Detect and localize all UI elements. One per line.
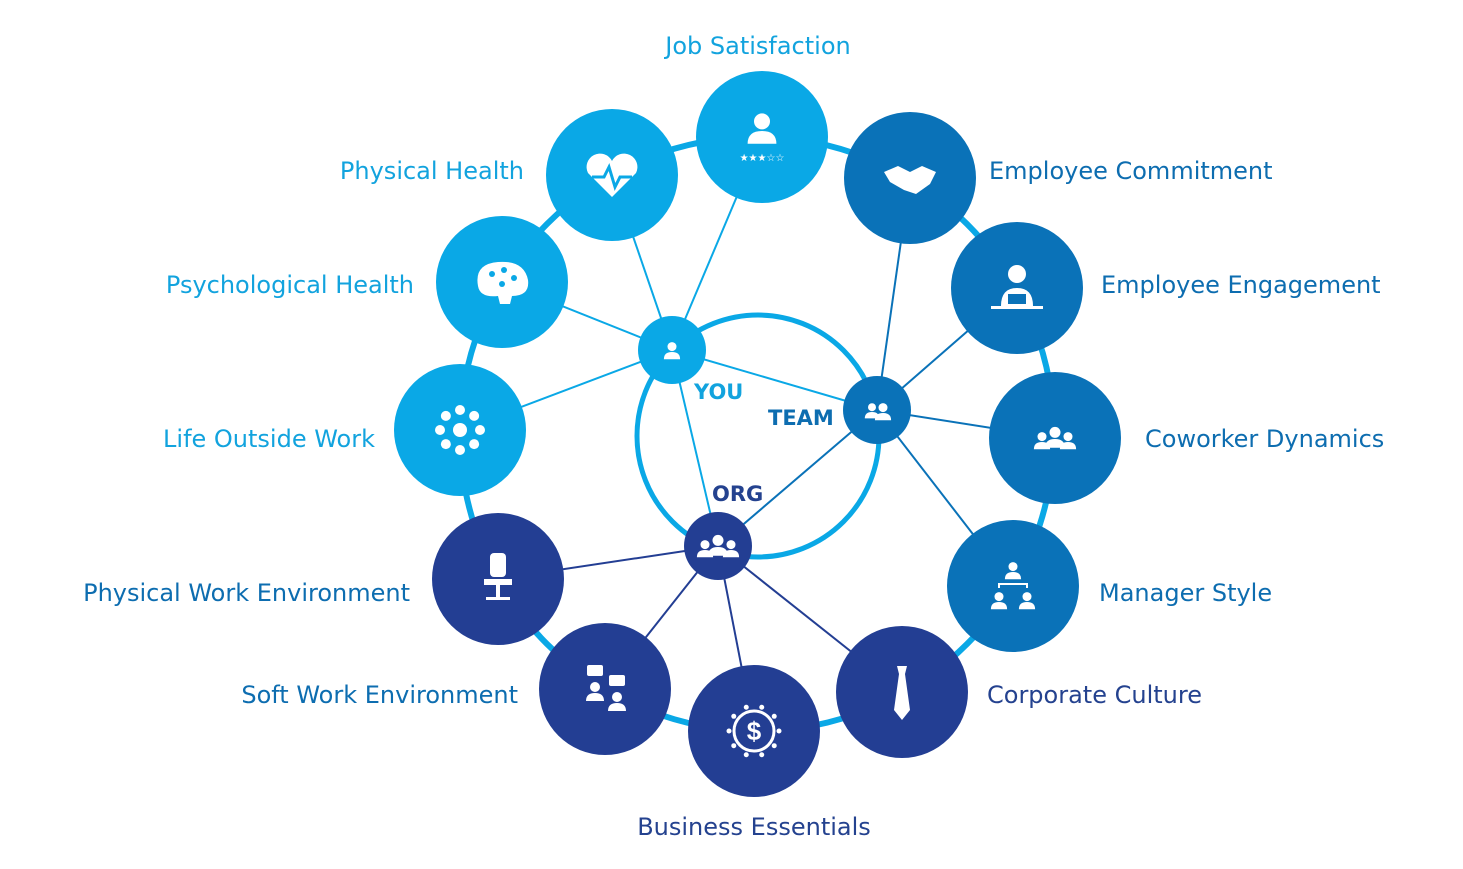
label-physical-health: Physical Health bbox=[340, 157, 524, 185]
org-label: ORG bbox=[712, 482, 763, 506]
brain-icon bbox=[477, 261, 529, 304]
node-circle bbox=[989, 372, 1121, 504]
label-employee-commitment: Employee Commitment bbox=[989, 157, 1273, 185]
label-psychological-health: Psychological Health bbox=[166, 271, 414, 299]
node-physical-health[interactable] bbox=[546, 109, 678, 241]
two-people-icon bbox=[864, 403, 892, 421]
dots-ring-icon bbox=[435, 405, 485, 455]
label-soft-work-environment: Soft Work Environment bbox=[241, 681, 518, 709]
connector-you-team bbox=[671, 349, 878, 411]
node-you[interactable] bbox=[638, 316, 706, 384]
label-physical-work-environment: Physical Work Environment bbox=[83, 579, 410, 607]
label-job-satisfaction: Job Satisfaction bbox=[663, 32, 850, 60]
node-circle bbox=[947, 520, 1079, 652]
label-business-essentials: Business Essentials bbox=[637, 813, 871, 841]
outer-ring bbox=[457, 134, 1057, 734]
node-business-essentials[interactable]: $ bbox=[688, 665, 820, 797]
tie-icon bbox=[894, 666, 910, 720]
node-team[interactable] bbox=[843, 376, 911, 444]
node-employee-commitment[interactable] bbox=[844, 112, 976, 244]
org-chart-icon bbox=[990, 562, 1036, 610]
connector-team-org bbox=[717, 409, 878, 547]
you-label: YOU bbox=[693, 380, 743, 404]
person-laptop-icon bbox=[991, 265, 1043, 309]
node-circle bbox=[684, 512, 752, 580]
node-manager-style[interactable] bbox=[947, 520, 1079, 652]
office-chair-icon bbox=[484, 553, 512, 600]
svg-text:★★★☆☆: ★★★☆☆ bbox=[740, 153, 785, 164]
node-org[interactable] bbox=[684, 512, 752, 580]
label-coworker-dynamics: Coworker Dynamics bbox=[1145, 425, 1384, 453]
label-manager-style: Manager Style bbox=[1099, 579, 1272, 607]
node-soft-work-environment[interactable] bbox=[539, 623, 671, 755]
handshake-icon bbox=[884, 166, 936, 194]
dollar-gear-icon: $ bbox=[726, 704, 782, 758]
node-circle bbox=[688, 665, 820, 797]
node-corporate-culture[interactable] bbox=[836, 626, 968, 758]
label-corporate-culture: Corporate Culture bbox=[987, 681, 1202, 709]
svg-text:$: $ bbox=[747, 716, 762, 746]
node-circle bbox=[539, 623, 671, 755]
chat-people-icon bbox=[586, 665, 626, 711]
group-icon bbox=[1033, 426, 1077, 450]
node-physical-work-environment[interactable] bbox=[432, 513, 564, 645]
node-circle bbox=[843, 376, 911, 444]
group-icon bbox=[696, 534, 740, 558]
heartbeat-icon bbox=[586, 153, 638, 197]
node-psychological-health[interactable] bbox=[436, 216, 568, 348]
person-rating-icon: ★★★☆☆ bbox=[740, 113, 785, 164]
node-job-satisfaction[interactable]: ★★★☆☆ bbox=[696, 71, 828, 203]
node-life-outside-work[interactable] bbox=[394, 364, 526, 496]
person-icon bbox=[663, 342, 681, 360]
label-life-outside-work: Life Outside Work bbox=[163, 425, 375, 453]
team-label: TEAM bbox=[768, 406, 834, 430]
node-employee-engagement[interactable] bbox=[951, 222, 1083, 354]
node-coworker-dynamics[interactable] bbox=[989, 372, 1121, 504]
label-employee-engagement: Employee Engagement bbox=[1101, 271, 1381, 299]
